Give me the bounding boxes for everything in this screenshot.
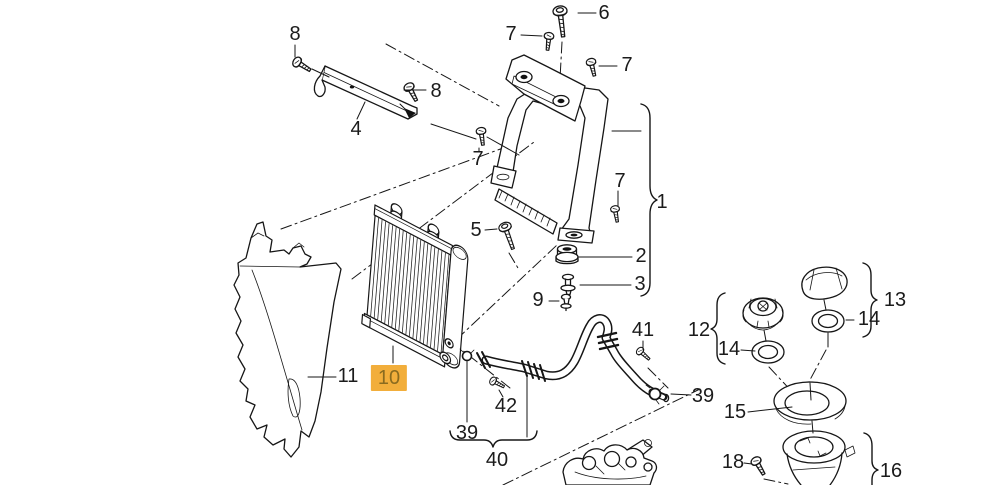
callout-41[interactable]: 41 <box>631 319 655 341</box>
part-7-screw-2 <box>584 56 600 78</box>
callout-3[interactable]: 3 <box>634 273 646 295</box>
part-pump-bottom <box>562 439 658 485</box>
callout-14-1[interactable]: 14 <box>717 338 741 360</box>
part-13-cap <box>801 266 848 300</box>
callout-39-2[interactable]: 39 <box>455 422 479 444</box>
callout-6[interactable]: 6 <box>598 2 610 24</box>
callout-10-highlighted[interactable]: 10 <box>370 365 408 391</box>
part-7-screw-4 <box>609 204 623 224</box>
callout-42[interactable]: 42 <box>494 395 518 417</box>
part-16-tank <box>782 430 856 485</box>
part-39-clamp-right <box>645 384 665 405</box>
part-12-cap <box>742 297 784 331</box>
part-11-air-guide <box>233 221 342 458</box>
leader-lines <box>294 12 855 465</box>
callout-8-1[interactable]: 8 <box>289 23 301 45</box>
part-10-radiator <box>361 203 469 369</box>
part-3-pin <box>560 273 576 296</box>
callout-4[interactable]: 4 <box>350 118 362 140</box>
callout-15[interactable]: 15 <box>723 401 747 423</box>
callout-7-4[interactable]: 7 <box>614 170 626 192</box>
part-9-screw <box>560 293 572 312</box>
part-1-frame <box>490 54 609 244</box>
callout-7-2[interactable]: 7 <box>621 54 633 76</box>
callout-8-2[interactable]: 8 <box>430 80 442 102</box>
part-15-funnel <box>773 381 847 425</box>
callout-12[interactable]: 12 <box>687 319 711 341</box>
callout-2[interactable]: 2 <box>635 245 647 267</box>
part-5-bolt <box>496 220 520 252</box>
callout-16[interactable]: 16 <box>879 460 903 482</box>
callout-39-1[interactable]: 39 <box>691 385 715 407</box>
part-8-screw-left <box>290 54 314 76</box>
part-39-clamp-left <box>459 348 475 362</box>
part-14-seal-right <box>811 309 845 333</box>
callout-14-2[interactable]: 14 <box>857 308 881 330</box>
callout-9[interactable]: 9 <box>532 289 544 311</box>
part-6-bolt <box>551 4 571 39</box>
part-18-screw <box>748 454 769 478</box>
callout-5[interactable]: 5 <box>470 219 482 241</box>
callout-7-1[interactable]: 7 <box>505 23 517 45</box>
callout-13[interactable]: 13 <box>883 289 907 311</box>
part-4-bracket <box>313 65 477 140</box>
callout-11[interactable]: 11 <box>337 365 359 387</box>
callout-7-3[interactable]: 7 <box>472 148 484 170</box>
part-7-screw-1 <box>542 31 555 52</box>
part-7-screw-3 <box>475 126 489 147</box>
part-8-screw-right <box>401 80 422 104</box>
callout-40[interactable]: 40 <box>485 449 509 471</box>
callout-18[interactable]: 18 <box>721 451 745 473</box>
callout-1[interactable]: 1 <box>656 191 668 213</box>
braces <box>449 103 879 485</box>
part-14-seal-left <box>751 340 785 364</box>
part-2-buffer <box>555 244 579 265</box>
